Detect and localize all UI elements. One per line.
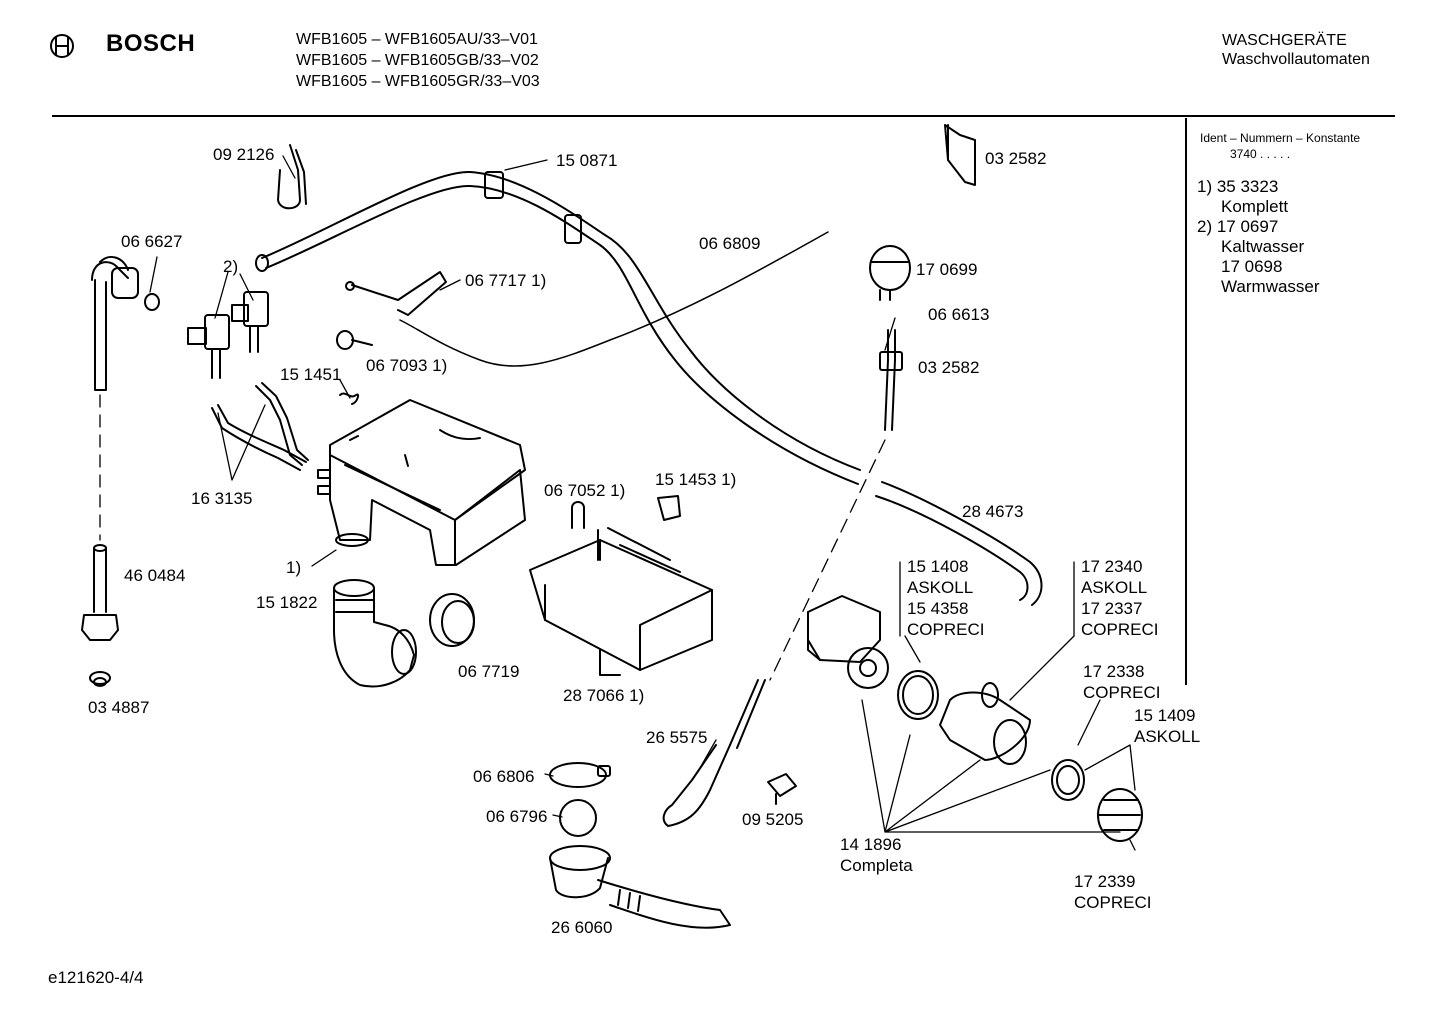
bosch-logo-icon: [50, 34, 74, 58]
side-panel-divider: [1185, 118, 1187, 685]
part-label: 06 6627: [121, 232, 183, 251]
part-label: 17 0699: [916, 260, 978, 279]
ident-line: 2) 17 0697: [1197, 217, 1279, 236]
part-label: 15 1822: [256, 593, 318, 612]
part-label: 17 2337: [1081, 599, 1143, 618]
header-divider: [52, 115, 1395, 117]
ident-line: 17 0698: [1221, 257, 1283, 276]
part-label: 03 2582: [918, 358, 980, 377]
part-label: 26 5575: [646, 728, 708, 747]
part-label: 28 7066 1): [563, 686, 645, 705]
part-label: 17 2339: [1074, 872, 1136, 891]
spring-part: [339, 392, 360, 405]
part-label: ASKOLL: [907, 578, 974, 597]
dispenser-housing-part: [317, 399, 526, 566]
part-label: 15 4358: [907, 599, 969, 618]
part-label: 16 3135: [191, 489, 253, 508]
sump-assembly-part: [549, 762, 731, 929]
part-label: ASKOLL: [1134, 727, 1201, 746]
part-label: 15 1408: [907, 557, 969, 576]
water-valves-part: [187, 291, 269, 379]
part-label: COPRECI: [1081, 620, 1159, 639]
part-label: 1): [286, 558, 302, 577]
ident-line: Komplett: [1221, 197, 1289, 216]
hose-hook-part: [277, 144, 307, 210]
part-label: 09 2126: [213, 145, 275, 164]
part-label: 06 7719: [458, 662, 520, 681]
category-subtitle: Waschvollautomaten: [1222, 51, 1370, 68]
part-label: 15 1453 1): [655, 470, 737, 489]
ident-line: Warmwasser: [1221, 277, 1320, 296]
seal-ring-part: [429, 593, 475, 647]
part-label: 06 7093 1): [366, 356, 448, 375]
part-label: 09 5205: [742, 810, 804, 829]
screw-part: [336, 330, 373, 350]
part-label: Completa: [840, 856, 913, 875]
leader-lines: [149, 155, 1136, 851]
clip-part: [571, 501, 585, 529]
part-label: 06 6613: [928, 305, 990, 324]
detergent-drawer-part: [529, 527, 713, 676]
inlet-hose-assembly: [81, 255, 160, 687]
part-label: 03 4887: [88, 698, 150, 717]
part-label: 15 1409: [1134, 706, 1196, 725]
part-label: 17 2340: [1081, 557, 1143, 576]
category-title: WASCHGERÄTE: [1222, 32, 1347, 49]
footer-code: e121620-4/4: [48, 968, 144, 987]
wire-part: [399, 231, 829, 367]
brand-name: BOSCH: [106, 30, 196, 57]
part-label: 03 2582: [985, 149, 1047, 168]
part-label: 15 0871: [556, 151, 618, 170]
pressure-switch-part: [869, 245, 911, 301]
part-label: 2): [223, 257, 239, 276]
ident-line: Kaltwasser: [1221, 237, 1305, 256]
part-label: COPRECI: [907, 620, 985, 639]
part-label: 06 7052 1): [544, 481, 626, 500]
part-label: 15 1451: [280, 365, 342, 384]
part-label: 46 0484: [124, 566, 186, 585]
drain-pump-part: [807, 595, 1143, 842]
bellows-part: [333, 579, 417, 688]
fixing-part: [767, 773, 797, 805]
part-label: 06 7717 1): [465, 271, 547, 290]
part-label: COPRECI: [1074, 893, 1152, 912]
part-label: COPRECI: [1083, 683, 1161, 702]
part-label: 28 4673: [962, 502, 1024, 521]
part-label: 26 6060: [551, 918, 613, 937]
ident-code: 3740 . . . . .: [1230, 147, 1291, 161]
ident-title: Ident – Nummern – Konstante: [1200, 131, 1361, 145]
pressure-hose-part: [662, 329, 903, 827]
part-label: 06 6796: [486, 807, 548, 826]
lever-part: [345, 271, 447, 316]
model-line-2: WFB1605 – WFB1605GB/33–V02: [296, 52, 539, 69]
bracket-part: [944, 124, 976, 186]
model-line-3: WFB1605 – WFB1605GR/33–V03: [296, 73, 540, 90]
connector-hoses-part: [211, 382, 309, 471]
part-label: ASKOLL: [1081, 578, 1148, 597]
flap-part: [657, 495, 681, 521]
part-label: 14 1896: [840, 835, 902, 854]
model-line-1: WFB1605 – WFB1605AU/33–V01: [296, 31, 538, 48]
part-label: 17 2338: [1083, 662, 1145, 681]
drain-hose-part: [255, 170, 1043, 606]
part-label: 06 6806: [473, 767, 535, 786]
part-label: 06 6809: [699, 234, 761, 253]
ident-line: 1) 35 3323: [1197, 177, 1279, 196]
